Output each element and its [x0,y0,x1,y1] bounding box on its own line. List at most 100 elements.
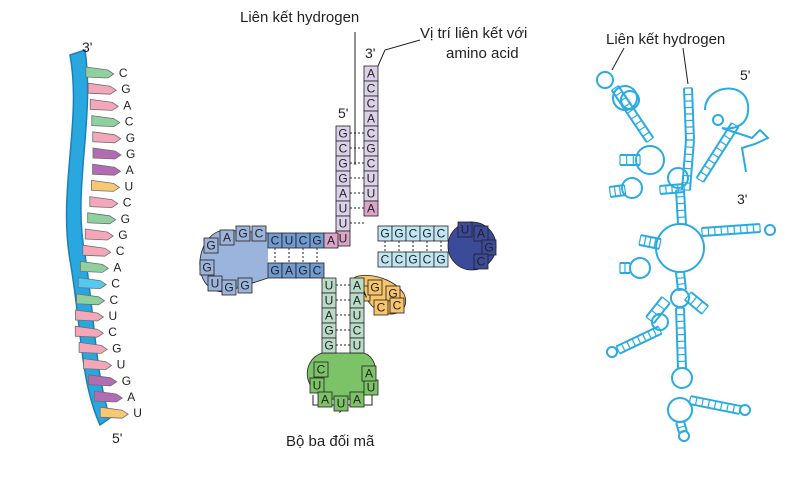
label-hbond-right: Liên kết hydrogen [606,31,725,48]
svg-text:A: A [353,279,361,293]
trna-variable-base: C [390,298,404,313]
linear-base-bar [79,342,107,353]
folded-loop [679,431,689,441]
linear-base: C [90,196,132,210]
linear-base-letter: U [124,179,133,193]
svg-text:U: U [325,294,334,308]
svg-text:U: U [353,339,362,353]
linear-base-bar [78,278,106,289]
folded-end-5: 5' [740,67,750,83]
folded-loop [630,258,650,278]
label-site-line2: amino acid [446,45,519,62]
svg-text:A: A [285,264,293,278]
folded-helix [616,326,661,353]
svg-text:C: C [299,234,308,248]
trna-acceptor-base: C [364,96,378,111]
svg-text:C: C [395,253,404,267]
svg-text:C: C [367,97,376,111]
svg-text:G: G [408,253,417,267]
trna-d-loop-base: G [222,280,236,295]
trna-acceptor-base: U [364,171,378,186]
svg-text:G: G [202,261,211,275]
trna-acceptor-base: A [336,186,350,201]
folded-helix [702,224,761,236]
svg-text:U: U [211,277,220,291]
label-anticodon: Bộ ba đối mã [286,433,375,450]
trna-t-stem-base: C [434,226,448,241]
trna-acceptor-base: C [364,81,378,96]
trna-d-loop-base: G [236,226,250,241]
trna-d-loop-base: G [238,278,252,293]
linear-base-bar [100,407,128,418]
trna-loops [200,222,496,400]
svg-text:A: A [325,309,333,323]
svg-text:G: G [270,264,279,278]
trna-anticodon-stem-base: A [322,308,336,323]
svg-text:C: C [339,142,348,156]
linear-base: G [88,212,130,226]
linear-base-bar [85,229,113,240]
trna-acceptor-base: G [336,126,350,141]
trna-t-stem-base: G [406,252,420,267]
trna-anticodon-stem-base: U [322,293,336,308]
svg-text:A: A [477,227,485,241]
svg-text:A: A [367,67,375,81]
svg-text:A: A [367,112,375,126]
folded-helix [676,272,686,291]
folded-hbond-leader-2 [683,48,688,84]
svg-text:G: G [422,227,431,241]
trna-d-stem-base: G [296,263,310,278]
linear-base-letter: C [123,196,132,210]
trna-end-5: 5' [338,105,348,121]
linear-base-bar [93,132,121,143]
trna-acceptor-base: C [364,126,378,141]
svg-text:G: G [338,172,347,186]
trna-end-3: 3' [365,45,375,61]
folded-helix [676,308,686,368]
svg-text:C: C [377,301,386,315]
trna-d-stem-base: C [268,233,282,248]
trna-d-stem-base: G [310,233,324,248]
svg-text:G: G [366,142,375,156]
folded-helix [682,140,694,191]
svg-text:U: U [353,309,362,323]
trna-t-loop-base: A [474,226,488,241]
trna-anticodon-stem-base: U [350,338,364,353]
svg-text:A: A [321,393,329,407]
trna-t-stem-base: G [392,226,406,241]
folded-helix [612,86,654,142]
svg-text:C: C [477,255,486,269]
linear-base-letter: U [133,406,142,420]
svg-text:C: C [255,227,264,241]
svg-text:U: U [461,223,470,237]
svg-text:A: A [367,202,375,216]
linear-base: U [91,179,133,193]
svg-text:C: C [353,324,362,338]
folded-loop [668,398,692,422]
trna-t-loop-base: C [474,254,488,269]
folded-helix [676,190,686,224]
trna-t-stem-base: G [378,226,392,241]
linear-base: C [83,244,125,258]
label-hbond-middle: Liên kết hydrogen [240,9,359,26]
svg-text:C: C [437,227,446,241]
folded-helix [689,396,741,414]
trna-d-loop-base: U [208,276,222,291]
svg-text:C: C [381,253,390,267]
trna-acceptor-base: G [336,171,350,186]
trna-anticodon-stem-base: A [350,278,364,293]
linear-base: A [90,98,131,112]
linear-base-bar [94,391,122,402]
trna-acceptor-base: G [364,141,378,156]
trna-d-stem-base: G [268,263,282,278]
linear-base: C [86,66,128,80]
trna-t-stem-base: C [406,226,420,241]
linear-base-letter: A [126,163,134,177]
trna-cloverleaf: Liên kết hydrogen Vị trí liên kết với am… [200,9,528,450]
linear-base-bar [90,197,118,208]
trna-anticodon-loop-base: U [310,378,324,393]
svg-text:G: G [224,281,233,295]
svg-text:G: G [298,264,307,278]
trna-variable-base: G [368,280,382,295]
trna-t-stem-base: C [378,252,392,267]
